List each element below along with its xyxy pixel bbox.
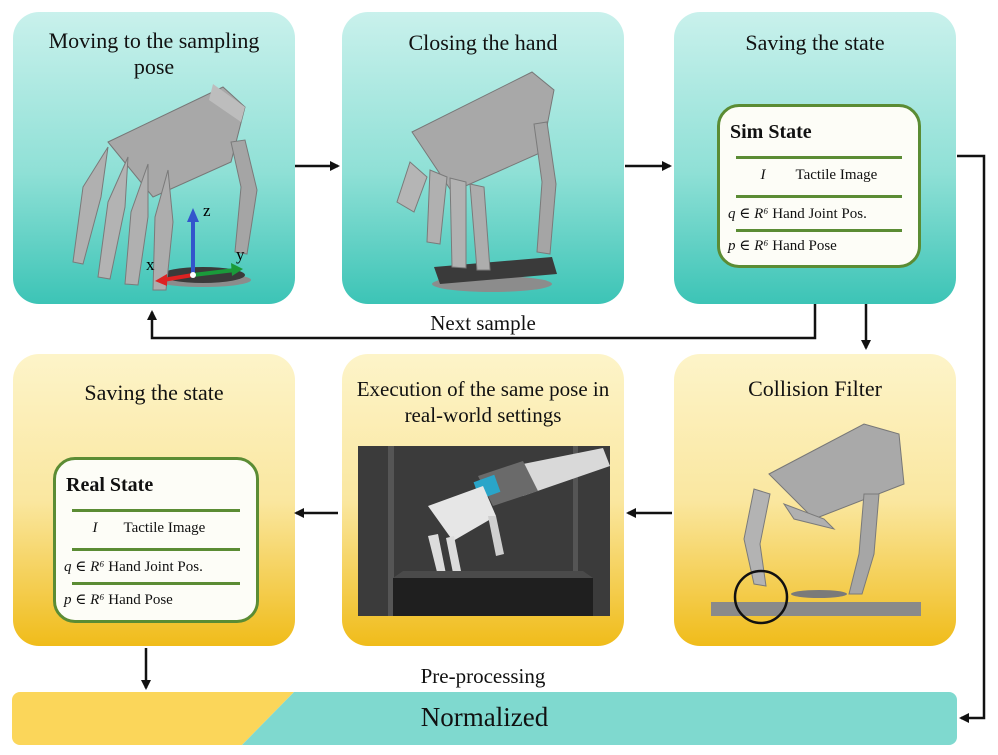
panel-title: Saving the state [745,30,885,55]
row-description: Hand Joint Pos. [772,206,867,222]
sim-state-box: Sim State I Tactile Image q ∈ R⁶ Hand Jo… [717,104,921,268]
robot-hand-illustration: z x y [72,84,258,291]
row-symbol: I [760,167,766,183]
panel-title: Execution of the same pose in real-world… [356,377,610,427]
real-state-title: Real State [66,474,154,496]
row-symbol: q ∈ R⁶ [64,559,105,575]
row-description: Tactile Image [795,167,878,183]
panel-title: Saving the state [84,380,224,405]
arrow-sim-state-to-normalized [957,154,986,723]
row-symbol: p ∈ R⁶ [728,238,769,254]
sim-state-row: I Tactile Image [734,167,908,184]
real-robot-photo [358,446,610,616]
sim-state-title: Sim State [730,121,812,143]
row-description: Hand Pose [772,238,837,254]
real-state-row: q ∈ R⁶ Hand Joint Pos. [64,557,246,576]
sim-state-row: q ∈ R⁶ Hand Joint Pos. [728,204,908,223]
panel-saving-real-state: Saving the state Real State I Tactile Im… [13,354,295,646]
panel-title: Closing the hand [408,30,558,55]
collision-highlight-circle [733,569,789,625]
robot-hand-illustration [396,71,557,292]
real-state-row: p ∈ R⁶ Hand Pose [64,590,246,609]
axis-label-x: x [146,255,155,274]
preprocessing-label: Pre-processing [420,664,546,688]
row-description: Hand Joint Pos. [108,559,203,575]
row-symbol: q ∈ R⁶ [728,206,769,222]
normalized-label: Normalized [420,702,549,732]
arrow-next-sample-loop [147,304,817,340]
panel-collision-filter: Collision Filter [674,354,956,646]
normalized-bar: Normalized [12,692,957,745]
real-state-box: Real State I Tactile Image q ∈ R⁶ Hand J… [53,457,259,623]
sim-state-row: p ∈ R⁶ Hand Pose [728,236,908,255]
panel-saving-sim-state: Saving the state Sim State I Tactile Ima… [674,12,956,304]
row-symbol: p ∈ R⁶ [64,592,105,608]
panel-sampling-pose: Moving to the sampling pose z x y [13,12,295,304]
panel-title: Moving to the sampling pose [48,28,260,79]
row-symbol: I [92,520,98,536]
row-description: Tactile Image [123,520,206,536]
axis-label-y: y [236,245,245,264]
collision-illustration [711,423,921,625]
panel-title: Collision Filter [748,376,882,401]
panel-closing-hand: Closing the hand [342,12,624,304]
real-state-row: I Tactile Image [70,520,246,537]
next-sample-label: Next sample [430,311,536,335]
row-description: Hand Pose [108,592,173,608]
axis-label-z: z [203,201,211,220]
